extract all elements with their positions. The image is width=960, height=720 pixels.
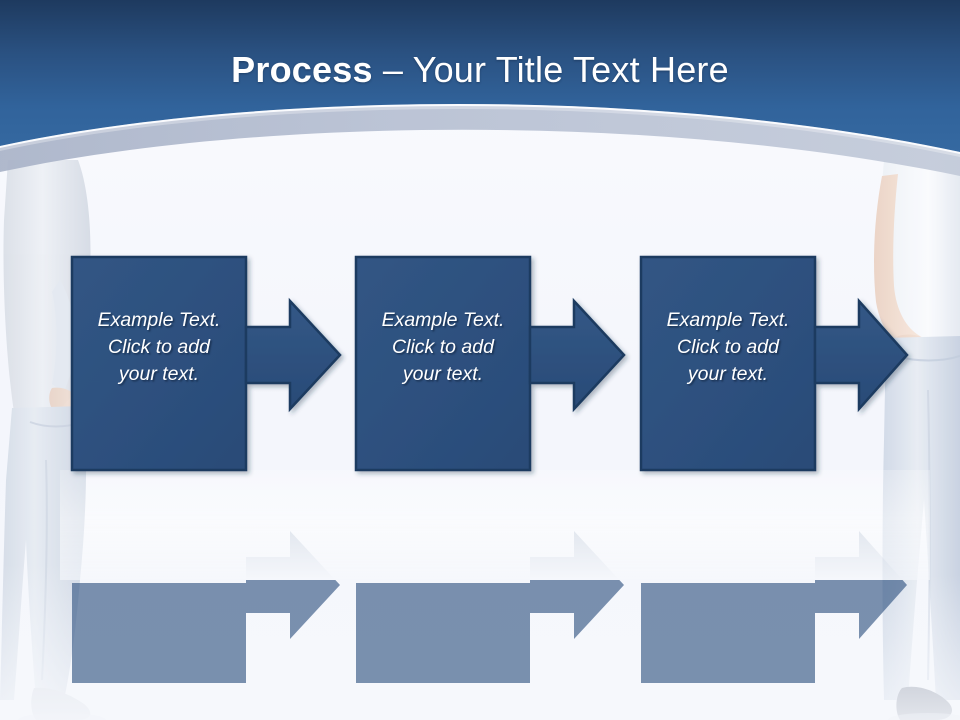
slide-title: Process – Your Title Text Here [0, 48, 960, 92]
slide-title-separator: – [372, 49, 413, 90]
process-step-2-shapes [354, 255, 626, 472]
process-step-1-shapes [70, 255, 342, 472]
header-banner [0, 0, 960, 176]
process-step-3-shapes [639, 255, 909, 472]
slide-title-rest: Your Title Text Here [412, 49, 729, 90]
slide-title-bold: Process [231, 49, 373, 90]
